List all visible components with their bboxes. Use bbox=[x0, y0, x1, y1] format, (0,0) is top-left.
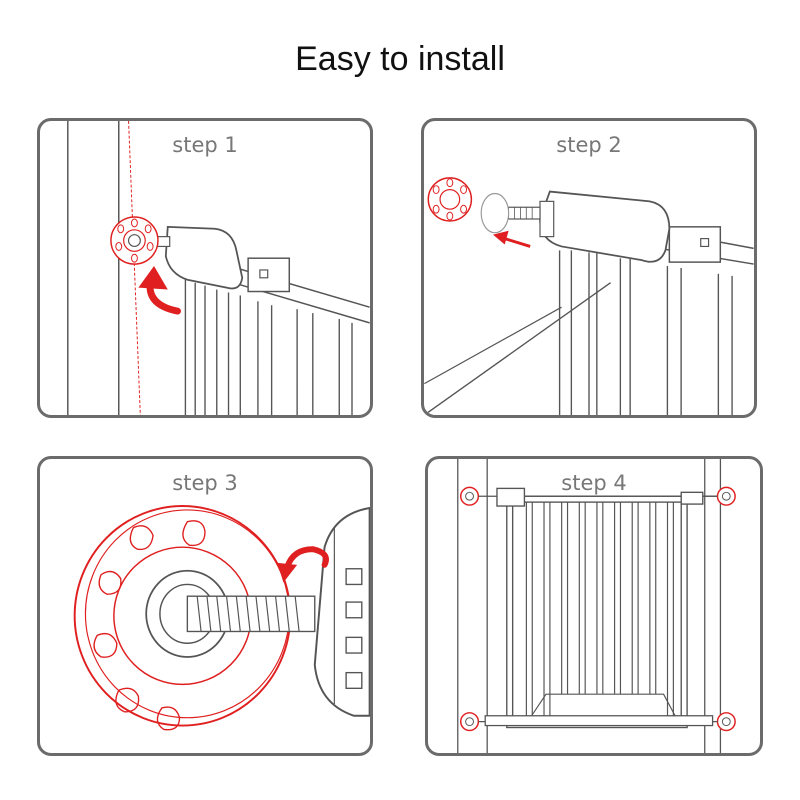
step-1-label: step 1 bbox=[172, 133, 238, 157]
step-1-illustration bbox=[67, 121, 370, 415]
step-1-panel: step 1 bbox=[37, 118, 373, 418]
step-3-label: step 3 bbox=[172, 471, 238, 495]
rotate-arrow-icon bbox=[138, 266, 181, 315]
step-2-illustration bbox=[424, 177, 754, 415]
rotate-arrow-icon bbox=[277, 546, 329, 583]
step-2-label: step 2 bbox=[556, 133, 622, 157]
wall-cup-icon bbox=[110, 216, 159, 265]
step-4-label-text: step 4 bbox=[557, 471, 631, 495]
step-4-panel: step 4 bbox=[425, 456, 763, 756]
wall-cup-top-left-icon bbox=[459, 486, 480, 506]
step-3-illustration bbox=[73, 505, 370, 731]
wall-cup-bottom-right-icon bbox=[716, 712, 736, 732]
step-4-label: step 4 bbox=[428, 471, 760, 495]
page-title: Easy to install bbox=[295, 40, 505, 78]
wall-cup-icon bbox=[427, 177, 473, 222]
step-2-panel: step 2 bbox=[421, 118, 757, 418]
push-arrow-icon bbox=[492, 230, 531, 248]
step-3-panel: step 3 bbox=[37, 456, 373, 756]
step-4-illustration bbox=[457, 459, 736, 753]
wall-cup-bottom-left-icon bbox=[459, 712, 480, 732]
